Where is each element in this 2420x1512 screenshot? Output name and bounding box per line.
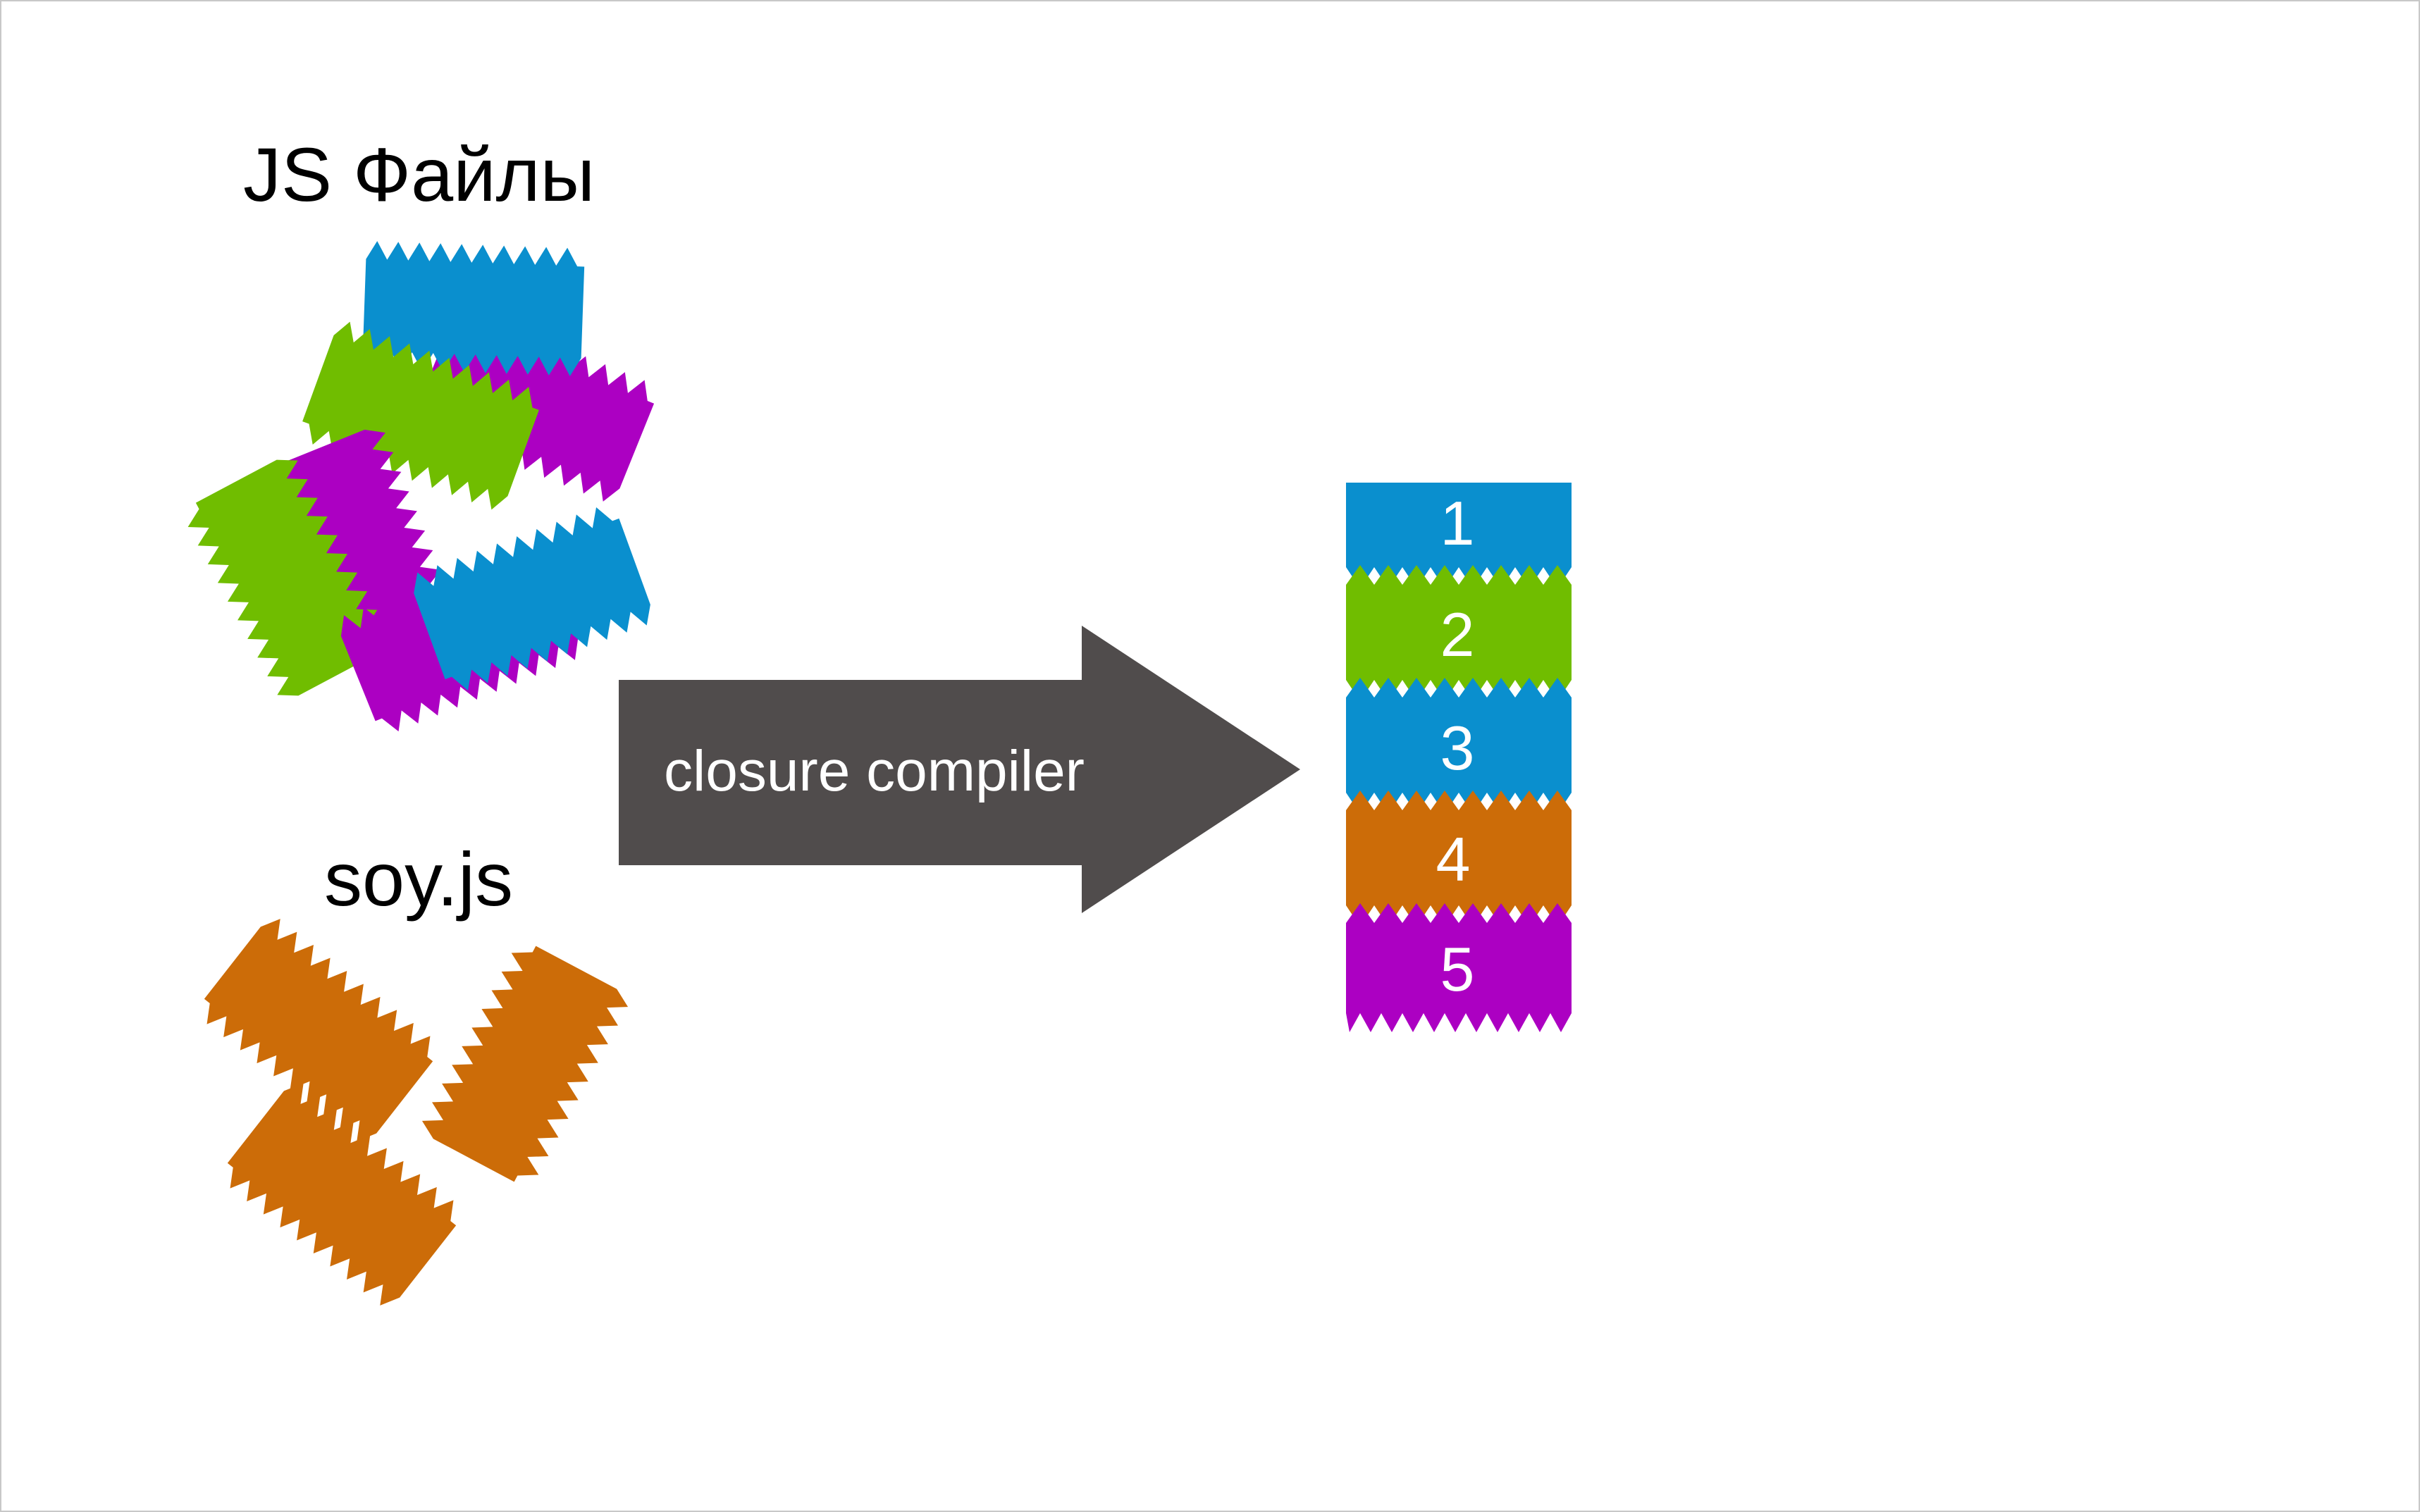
soy-tile-2 xyxy=(216,1076,468,1313)
compile-arrow: closure compiler xyxy=(619,626,1300,913)
stack-number-2: 2 xyxy=(1440,600,1475,669)
stack-segment-4 xyxy=(1346,791,1572,927)
js-file-tiles xyxy=(179,240,661,738)
stack-number-5: 5 xyxy=(1440,934,1475,1004)
stack-number-4: 4 xyxy=(1436,824,1471,894)
stack-number-1: 1 xyxy=(1440,488,1475,558)
stack-segment-2 xyxy=(1346,565,1572,701)
stack-number-3: 3 xyxy=(1440,713,1475,783)
arrow-shape xyxy=(619,626,1300,913)
output-stack: 1 2 3 4 5 xyxy=(1346,483,1572,1032)
js-files-label: JS Файлы xyxy=(243,132,595,217)
stack-segment-1 xyxy=(1346,483,1572,588)
arrow-label: closure compiler xyxy=(664,739,1085,803)
soy-tile-1 xyxy=(192,912,445,1148)
stack-segment-3 xyxy=(1346,678,1572,814)
soy-tile-3 xyxy=(416,937,634,1191)
soy-js-label: soy.js xyxy=(324,836,513,922)
soy-file-tiles xyxy=(192,912,634,1313)
stack-segment-5 xyxy=(1346,903,1572,1032)
